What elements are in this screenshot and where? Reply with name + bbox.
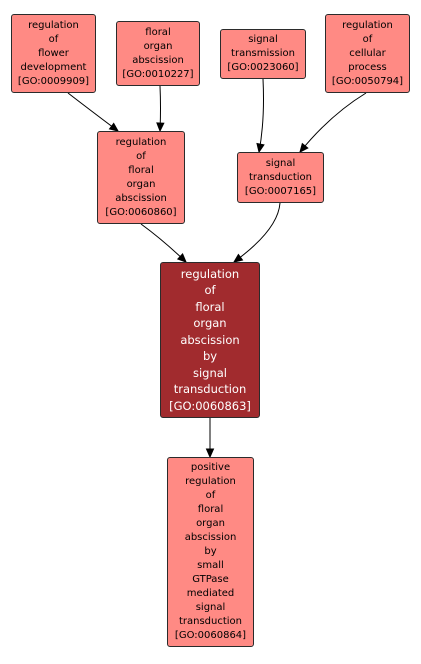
node-go-0023060[interactable]: signal transmission [GO:0023060]: [220, 29, 306, 79]
node-label-line: transduction: [173, 382, 247, 397]
node-go-id: [GO:0023060]: [227, 62, 299, 73]
edge-n6-n7: [233, 202, 281, 263]
node-label-line: regulation: [180, 266, 240, 281]
node-label-line: regulation: [342, 19, 393, 31]
node-label-line: mediated: [186, 588, 235, 599]
node-label-line: abscission: [184, 532, 237, 543]
node-label-line: organ: [193, 316, 227, 331]
node-label-line: signal: [265, 157, 296, 169]
edge-n5-n7: [140, 223, 187, 263]
node-go-0060860[interactable]: regulation of floral organ abscission [G…: [97, 131, 185, 224]
node-go-id: [GO:0010227]: [122, 68, 194, 80]
node-label-line: small: [197, 560, 224, 571]
node-go-id: [GO:0060860]: [105, 206, 177, 218]
node-label-line: organ: [196, 518, 225, 529]
arrowhead-icon: [256, 142, 265, 154]
node-label-line: cellular: [349, 47, 386, 59]
arrowhead-icon: [299, 142, 309, 153]
node-go-0010227[interactable]: floral organ abscission [GO:0010227]: [116, 21, 200, 86]
node-label-line: regulation: [28, 19, 79, 31]
node-label-line: organ: [126, 178, 156, 190]
node-go-0009909[interactable]: regulation of flower development [GO:000…: [11, 14, 96, 93]
node-label-line: signal: [192, 365, 227, 380]
node-label-line: process: [348, 61, 387, 73]
node-label-line: of: [204, 283, 216, 298]
node-label-line: by: [202, 349, 218, 364]
node-label-line: abscission: [132, 54, 184, 66]
node-go-id: [GO:0007165]: [244, 185, 317, 197]
node-label-line: transduction: [248, 171, 313, 183]
node-label-line: of: [362, 33, 373, 45]
node-go-id: [GO:0050794]: [331, 75, 404, 87]
node-label-line: abscission: [180, 332, 240, 347]
node-go-0060864[interactable]: positive regulation of floral organ absc…: [167, 457, 254, 647]
node-label-line: floral: [197, 504, 224, 515]
arrowhead-icon: [205, 448, 215, 459]
edge-n4-n6: [299, 92, 367, 153]
node-label-line: signal: [195, 602, 226, 613]
node-label-line: floral: [128, 164, 154, 176]
node-label-line: of: [136, 150, 146, 162]
node-label-line: organ: [143, 40, 173, 52]
node-label-line: transmission: [231, 48, 295, 59]
arrowhead-icon: [232, 253, 244, 263]
node-label-line: regulation: [185, 476, 236, 487]
arrowhead-icon: [176, 252, 187, 263]
node-label-line: floral: [195, 299, 225, 314]
node-label-line: signal: [248, 34, 278, 45]
node-label-line: by: [204, 546, 217, 557]
node-label-line: transduction: [178, 616, 243, 627]
node-label-line: abscission: [115, 192, 167, 204]
node-go-0007165[interactable]: signal transduction [GO:0007165]: [237, 152, 324, 203]
node-label-line: regulation: [115, 136, 167, 148]
node-go-id: [GO:0060864]: [174, 630, 247, 641]
arrowhead-icon: [108, 122, 119, 132]
edge-n1-n5: [67, 92, 119, 132]
arrowhead-icon: [156, 122, 165, 133]
node-label-line: of: [205, 490, 216, 501]
node-label-line: flower: [38, 47, 69, 59]
node-label-line: development: [20, 61, 87, 73]
node-go-0060863[interactable]: regulation of floral organ abscission by…: [160, 262, 260, 418]
node-label-line: floral: [145, 26, 171, 38]
node-go-id: [GO:0009909]: [17, 75, 90, 87]
node-go-id: [GO:0060863]: [169, 398, 251, 413]
node-label-line: GTPase: [192, 574, 229, 585]
node-label-line: positive: [190, 462, 231, 473]
node-go-0050794[interactable]: regulation of cellular process [GO:00507…: [325, 14, 410, 93]
edge-n3-n6: [258, 78, 264, 153]
node-label-line: of: [48, 33, 59, 45]
